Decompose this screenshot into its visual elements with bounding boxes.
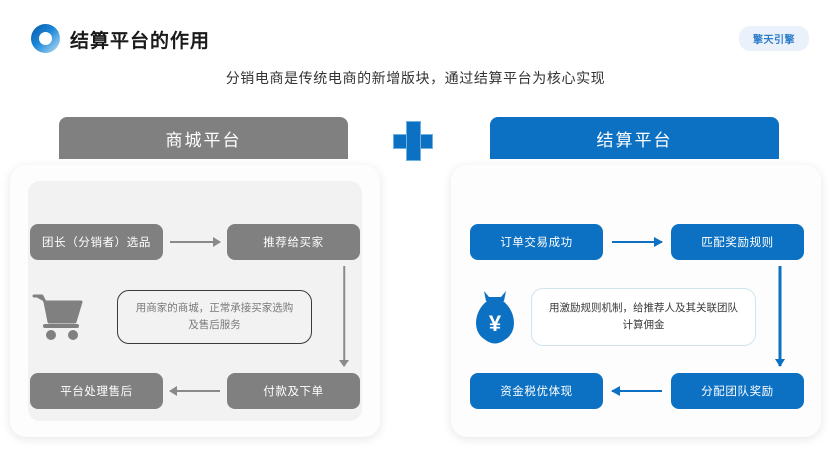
flow-node-mall-4[interactable]: 平台处理售后 [30, 373, 163, 409]
arrow-mall-bottom [169, 383, 220, 399]
plus-icon-vertical-bar [406, 121, 421, 161]
mall-platform-header: 商城平台 [59, 117, 348, 159]
flow-node-settlement-3[interactable]: 分配团队奖励 [671, 373, 804, 409]
arrow-settlement-bottom [611, 383, 662, 399]
flow-node-settlement-1[interactable]: 订单交易成功 [470, 224, 603, 260]
page-title: 结算平台的作用 [70, 31, 211, 52]
flow-node-mall-2[interactable]: 推荐给买家 [227, 224, 360, 260]
page-subtitle: 分销电商是传统电商的新增版块，通过结算平台为核心实现 [225, 70, 606, 86]
flow-node-mall-1[interactable]: 团长（分销者）选品 [30, 224, 163, 260]
money-bag-icon: ¥ [470, 287, 520, 347]
arrow-head [654, 237, 663, 247]
mall-platform-callout: 用商家的商城，正常承接买家选购及售后服务 [117, 290, 312, 344]
arrow-line [612, 390, 662, 392]
arrow-head [213, 237, 221, 247]
settlement-platform-header: 结算平台 [490, 117, 779, 159]
arrow-line [778, 266, 782, 366]
arrow-line [170, 241, 220, 243]
gradient-ring-logo-icon [31, 24, 60, 53]
arrow-settlement-side [773, 266, 787, 367]
flow-node-settlement-4[interactable]: 资金税优体现 [470, 373, 603, 409]
brand-badge: 擎天引擎 [739, 26, 809, 51]
svg-text:¥: ¥ [489, 311, 502, 336]
arrow-settlement-top [612, 234, 663, 250]
arrow-head [775, 359, 785, 367]
plus-icon [393, 121, 433, 161]
flow-node-settlement-2[interactable]: 匹配奖励规则 [671, 224, 804, 260]
arrow-head [169, 386, 177, 396]
arrow-head [611, 386, 620, 396]
page-header: 结算平台的作用 擎天引擎 [0, 0, 831, 60]
arrow-line [170, 390, 220, 392]
shopping-cart-icon [32, 292, 84, 342]
arrow-head [339, 360, 349, 367]
arrow-mall-top [170, 234, 221, 250]
arrow-mall-side [337, 266, 351, 367]
settlement-platform-callout: 用激励规则机制，给推荐人及其关联团队计算佣金 [531, 288, 756, 346]
arrow-line [343, 266, 345, 366]
arrow-line [612, 241, 662, 243]
flow-node-mall-3[interactable]: 付款及下单 [227, 373, 360, 409]
